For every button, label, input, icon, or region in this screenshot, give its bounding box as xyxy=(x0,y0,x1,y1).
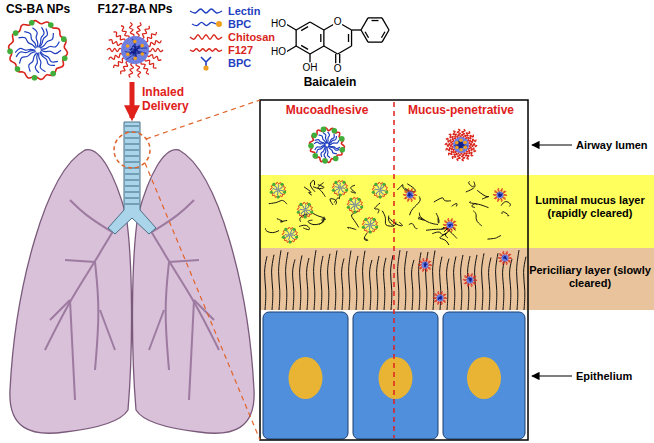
legend-text: F127 xyxy=(228,44,253,57)
luminal-mucus-band xyxy=(260,175,654,248)
f127-ba-np xyxy=(433,291,447,304)
atom-label: OH xyxy=(302,62,319,74)
legend-text: BPC xyxy=(228,18,251,31)
zoom-line xyxy=(145,163,260,440)
f127-ba-np xyxy=(493,188,507,201)
f127-ba-np xyxy=(403,188,417,201)
nanoparticles xyxy=(270,127,512,305)
cs-ba-np xyxy=(282,227,299,243)
legend-samples xyxy=(190,9,222,71)
region-title: Mucus-penetrative xyxy=(408,104,514,118)
atom-label: O xyxy=(333,63,343,75)
layer-label: Periciliary layer (slowly cleared) xyxy=(529,264,651,289)
f127-ba-np xyxy=(443,218,457,231)
cs-ba-np xyxy=(270,182,287,198)
mucus-strands xyxy=(265,180,526,310)
atom-label: O xyxy=(333,16,343,28)
cs-ba-np xyxy=(372,182,389,198)
region-title: Mucoadhesive xyxy=(286,104,369,118)
zoom-circle xyxy=(114,132,150,168)
legend-text: Lectin xyxy=(228,5,260,18)
cs-ba-np xyxy=(362,217,379,233)
f127-ba-np xyxy=(445,129,477,161)
lungs xyxy=(10,122,254,433)
cs-ba-np xyxy=(7,20,67,81)
atom-label: HO xyxy=(270,18,287,30)
cs-ba-np xyxy=(297,202,314,218)
layer-label: Airway lumen xyxy=(576,139,648,152)
legend-text: BPC xyxy=(228,57,251,70)
pointer-arrow xyxy=(532,375,572,376)
divider-line xyxy=(393,102,395,438)
compound-name: Baicalein xyxy=(304,76,357,90)
inhale-arrow xyxy=(130,82,135,118)
periciliary-band xyxy=(260,248,654,310)
f127-ba-np xyxy=(463,273,477,286)
f127-ba-np xyxy=(107,22,163,77)
cs-ba-np xyxy=(332,180,349,196)
cs-ba-np xyxy=(347,197,364,213)
atom-label: HO xyxy=(270,46,287,58)
legend-text: Chitosan xyxy=(228,31,275,44)
cs-ba-np xyxy=(308,127,345,164)
airway-box xyxy=(260,100,528,440)
f127-ba-np xyxy=(418,258,432,271)
np-title: F127-BA NPs xyxy=(98,3,173,17)
arrow-label: Inhaled Delivery xyxy=(142,86,204,114)
nanoparticles xyxy=(7,20,163,81)
layer-label: Luminal mucus layer (rapidly cleared) xyxy=(529,194,651,219)
pointer-arrow xyxy=(532,144,572,145)
f127-ba-np xyxy=(498,251,512,264)
layer-label: Epithelium xyxy=(576,370,632,383)
np-title: CS-BA NPs xyxy=(6,3,70,17)
